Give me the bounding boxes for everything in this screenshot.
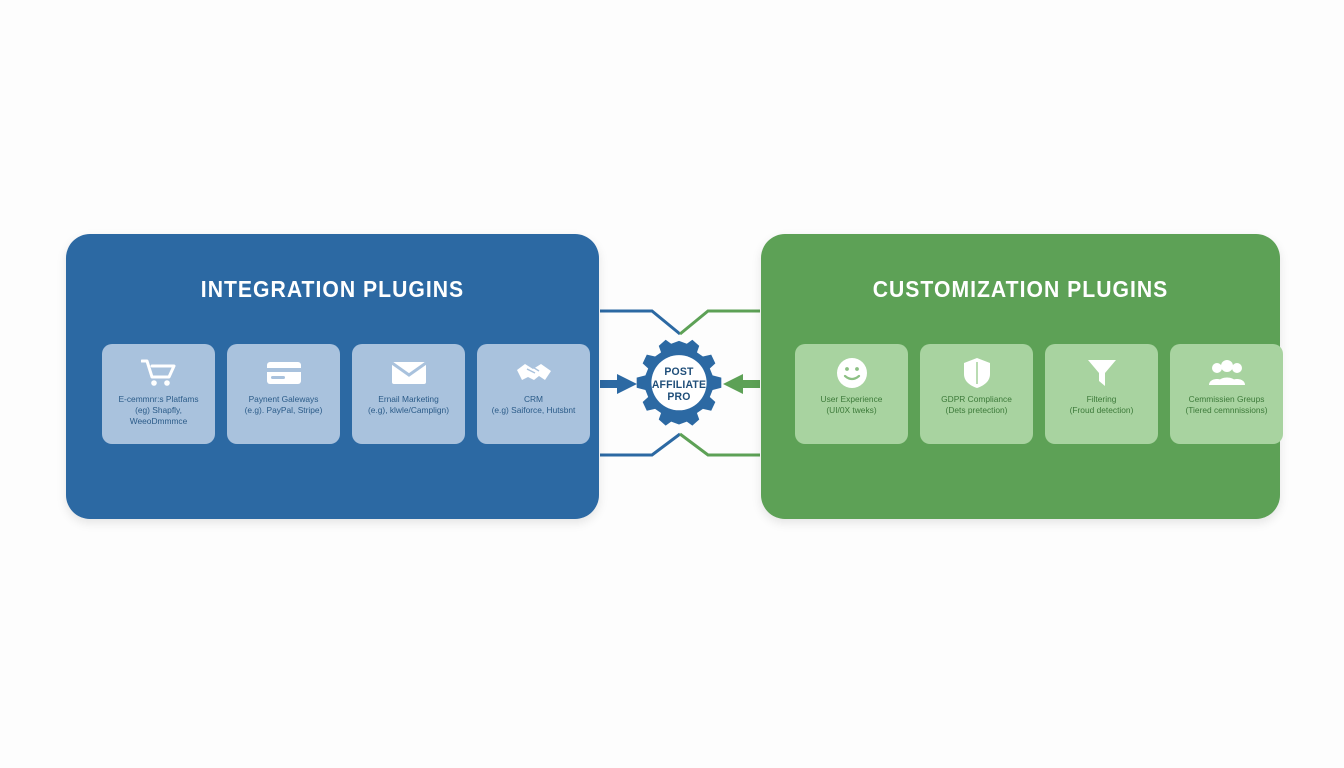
hub-label-line3: PRO: [667, 391, 691, 404]
card-label: Paynent Galeways (e.g). PayPal, Stripe): [230, 394, 338, 416]
smiley-face-icon: [832, 356, 872, 390]
integration-plugins-panel: INTEGRATION PLUGINS E-cemmnr:s Platfams …: [66, 234, 599, 519]
handshake-icon: [514, 356, 554, 390]
card-label: E-cemmnr:s Platfams (eg) Shapfly, WeeoDm…: [105, 394, 213, 427]
post-affiliate-pro-hub[interactable]: POST AFFILIATE PRO: [633, 339, 725, 431]
integration-plugins-title: INTEGRATION PLUGINS: [200, 276, 465, 302]
integration-card-row: E-cemmnr:s Platfams (eg) Shapfly, WeeoDm…: [102, 344, 590, 444]
card-filtering[interactable]: Filtering (Froud detection): [1045, 344, 1158, 444]
gear-icon: [636, 339, 722, 426]
card-title: Filtering: [1086, 394, 1117, 404]
hub-label: POST AFFILIATE PRO: [635, 339, 722, 431]
card-label: User Experience (UI/0X tweks): [798, 394, 906, 416]
card-title: E-cemmnr:s Platfams: [118, 394, 199, 404]
card-subtitle-1: (Froud detection): [1069, 405, 1134, 415]
card-label: Cemmissien Greups (Tiered cemnnissions): [1173, 394, 1281, 416]
card-crm[interactable]: CRM (e.g) Saiforce, Hutsbnt: [477, 344, 590, 444]
card-title: Cemmissien Greups: [1188, 394, 1265, 404]
hub-label-line1: POST: [664, 366, 694, 379]
customization-plugins-panel: CUSTOMIZATION PLUGINS User Experience (U…: [761, 234, 1283, 519]
card-title: CRM: [523, 394, 544, 404]
card-subtitle-1: (UI/0X tweks): [826, 405, 877, 415]
card-subtitle-1: (e.g), klwle/Camplign): [368, 405, 449, 415]
card-subtitle-1: (eg) Shapfly,: [135, 405, 182, 415]
card-label: CRM (e.g) Saiforce, Hutsbnt: [480, 394, 588, 416]
card-label: Ernail Marketing (e.g), klwle/Camplign): [355, 394, 463, 416]
card-payment-gateways[interactable]: Paynent Galeways (e.g). PayPal, Stripe): [227, 344, 340, 444]
hub-label-line2: AFFILIATE: [651, 378, 707, 391]
card-label: Filtering (Froud detection): [1048, 394, 1156, 416]
card-user-experience[interactable]: User Experience (UI/0X tweks): [795, 344, 908, 444]
card-subtitle-1: (Dets pretection): [945, 405, 1008, 415]
card-commission-groups[interactable]: Cemmissien Greups (Tiered cemnnissions): [1170, 344, 1283, 444]
users-group-icon: [1207, 356, 1247, 390]
card-subtitle-1: (e.g). PayPal, Stripe): [244, 405, 323, 415]
funnel-filter-icon: [1082, 356, 1122, 390]
card-label: GDPR Compliance (Dets pretection): [923, 394, 1031, 416]
shopping-cart-icon: [139, 356, 179, 390]
envelope-icon: [389, 356, 429, 390]
card-title: GDPR Compliance: [941, 394, 1012, 404]
card-email-marketing[interactable]: Ernail Marketing (e.g), klwle/Camplign): [352, 344, 465, 444]
card-subtitle-2: WeeoDmmmce: [129, 416, 188, 426]
card-gdpr-compliance[interactable]: GDPR Compliance (Dets pretection): [920, 344, 1033, 444]
card-ecommerce-platforms[interactable]: E-cemmnr:s Platfams (eg) Shapfly, WeeoDm…: [102, 344, 215, 444]
credit-card-icon: [264, 356, 304, 390]
card-title: Paynent Galeways: [248, 394, 319, 404]
card-subtitle-1: (e.g) Saiforce, Hutsbnt: [491, 405, 576, 415]
customization-plugins-title: CUSTOMIZATION PLUGINS: [872, 276, 1169, 302]
customization-card-row: User Experience (UI/0X tweks) GDPR Compl…: [795, 344, 1283, 444]
card-subtitle-1: (Tiered cemnnissions): [1185, 405, 1268, 415]
card-title: User Experience: [820, 394, 883, 404]
card-title: Ernail Marketing: [378, 394, 439, 404]
shield-icon: [957, 356, 997, 390]
